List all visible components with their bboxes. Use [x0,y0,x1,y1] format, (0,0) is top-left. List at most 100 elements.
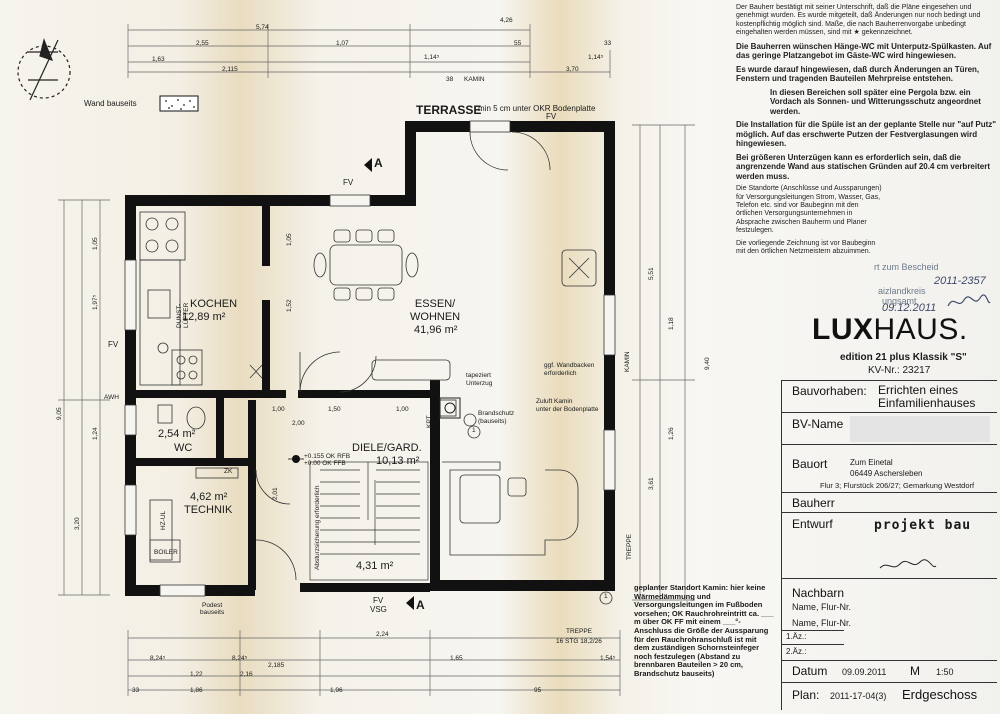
brand-kv: KV-Nr.: 23217 [868,365,931,376]
exterior-walls [125,121,615,596]
dim-top-6: 1,63 [152,56,165,63]
tb-bvname-redacted [850,416,990,442]
notes-column: Der Bauherr bestätigt mit seiner Untersc… [736,4,998,260]
dim-right-1: 3,61 [648,477,655,490]
tb-datum-value: 09.09.2011 [842,667,887,677]
tb-nachbarn-label: Nachbarn [792,586,845,600]
kamin-note: geplanter Standort Kamin: hier keine Wär… [634,583,774,678]
room-diele-name: DIELE/GARD. [352,442,422,454]
right-dimension-lines [632,124,695,601]
dim-inner-4: 2,01 [272,487,279,500]
section-a-top: A [374,156,383,170]
brand-lux: LUX [812,313,874,346]
windows [124,120,616,597]
brandschutz-note: Brandschutz (bauseits) [478,410,515,425]
hz-ul-label: HZ-UL [160,510,167,530]
stamp-line3: ungsamt [882,296,917,306]
kamin-side-label: KAMIN [624,351,631,372]
fv-label-1: FV [343,178,354,187]
room-essen-area: 41,96 m² [414,324,458,336]
dim-inner-5: 1,52 [286,299,293,312]
dim-left-1: 3,20 [74,517,81,530]
dim-left-0: 9,05 [56,407,63,420]
dim-left-3: 1,24 [92,427,99,440]
tb-plan-title: Erdgeschoss [902,687,978,702]
dim-bottom-11: 33 [132,687,140,694]
stamp-number: 2011-2357 [934,275,986,287]
room-kochen-name: KOCHEN [190,298,238,310]
dim-bottom-10: 95 [534,687,542,694]
kpt-label: KPT [426,415,433,428]
zk-label: ZK [224,468,233,475]
plant-symbol [561,249,597,287]
dim-inner-1: 1,50 [328,406,341,413]
room-wc-name: WC [174,442,193,454]
tb-az2: 2.Äz.: [786,647,807,656]
tb-flur: Flur 3; Flurstück 206/27; Gemarkung West… [820,481,975,490]
tb-bauvorhaben-label: Bauvorhaben: [792,384,867,398]
note-3: In diesen Bereichen soll später eine Per… [770,87,981,116]
north-arrow [17,38,71,101]
circle-marker-1: 1 [472,427,476,434]
room-essen-name: ESSEN/ WOHNEN [410,298,461,323]
dim-top-5: 33 [604,40,612,47]
tb-bauort-label: Bauort [792,457,828,471]
tb-line-entwurf [782,512,997,513]
note-5: Bei größeren Unterzügen kann es erforder… [736,152,990,181]
wall-legend-label: Wand bauseits [84,99,137,108]
dim-top-11: 38 [446,76,454,83]
tb-line-bvname [782,412,997,413]
tb-m-label: M [910,664,920,678]
tb-line-az1 [782,630,844,631]
left-dimension-lines [58,199,110,596]
dim-inner-3: 1,00 [396,406,409,413]
zuluft-note: Zuluft Kamin unter der Bodenplatte [536,398,599,413]
tb-az1: 1.Äz.: [786,632,807,641]
top-dimension-lines [127,24,611,78]
title-block: Bauvorhaben: Errichten eines Einfamilien… [781,380,997,710]
brand-logo: LUXHAUS. [812,313,968,347]
room-technik-area: 4,62 m² [190,491,228,503]
section-markers [364,158,414,610]
treppe-side-label: TREPPE [626,533,633,560]
wandbacken-note: ggf. Wandbacken erforderlich [544,362,595,377]
boiler-label: BOILER [154,549,178,556]
stamp-date: 09.12.2011 [882,302,937,314]
tb-bauvorhaben-value: Errichten eines Einfamilienhauses [878,383,976,410]
podest-label: Podest bauseits [200,602,225,616]
tb-name-flur-2: Name, Flur-Nr. [792,618,852,628]
dim-left-4: 1,97⁵ [92,294,99,310]
wall-legend-swatch [159,95,199,112]
note-2: Es wurde darauf hingewiesen, daß durch Ä… [736,64,980,84]
dim-top-7: 2,115 [222,66,238,73]
dim-bottom-1: 8,24⁵ [150,655,166,662]
dim-top-3: 1,07 [336,40,349,47]
dim-bottom-5: 2,185 [268,662,285,669]
dim-inner-2: 2,00 [292,420,305,427]
dim-left-2: 1,05 [92,237,99,250]
circle-markers [467,425,613,605]
stamp-line2: aizlandkreis [878,286,926,296]
dim-right-4: 9,40 [704,357,711,370]
dim-bottom-4: 1,65 [450,655,463,662]
circle-marker-2: 1 [604,593,608,600]
tb-line-az2 [782,644,844,645]
tb-bauherr-label: Bauherr [792,496,835,510]
dim-bottom-3: 1,54⁵ [600,655,616,662]
elevation-label: +0.155 OK RFB +0.00 OK FFB [304,453,351,467]
dim-bottom-9: 1,22 [190,671,203,678]
tapeziert-note: tapeziert Unterzug [466,372,493,387]
dim-top-1: 4,26 [500,17,513,24]
note-0: Der Bauherr bestätigt mit seiner Untersc… [736,4,981,37]
fv-label-2: FV [546,112,557,121]
chimney [439,397,461,419]
tb-m-value: 1:50 [936,667,954,677]
staircase [309,461,429,581]
stamp-line1: rt zum Bescheid [874,262,939,272]
tb-line-bauherr [782,492,997,493]
note-7: Die vorliegende Zeichnung ist vor Baubeg… [736,239,876,255]
room-stair-area: 4,31 m² [356,560,394,572]
dim-right-0: 5,51 [648,267,655,280]
tb-datum-label: Datum [792,664,828,678]
